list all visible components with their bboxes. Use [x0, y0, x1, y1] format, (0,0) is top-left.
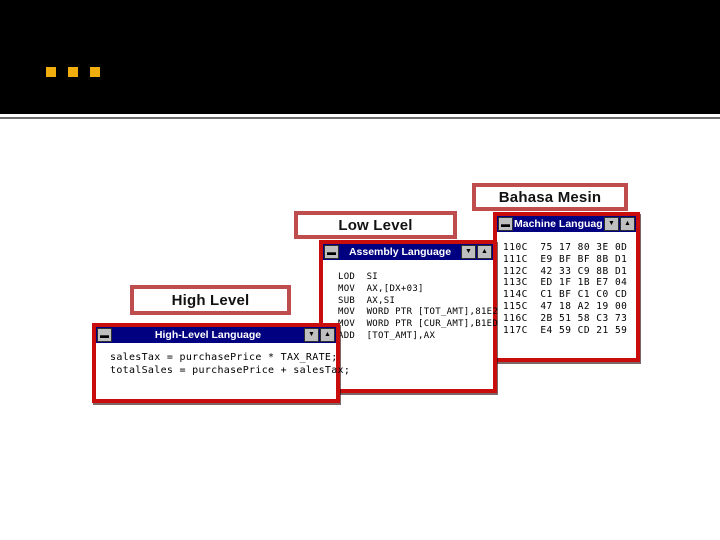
control-menu-icon[interactable]: ▬ — [97, 328, 112, 342]
label-low-level: Low Level — [294, 211, 457, 239]
window-buttons: ▼ ▲ — [304, 328, 335, 342]
machine-window-titlebar[interactable]: ▬ Machine Language ▼ ▲ — [497, 216, 636, 232]
assembly-language-window: ▬ Assembly Language ▼ ▲ LOD SI MOV AX,[D… — [319, 240, 499, 393]
label-text: Low Level — [338, 216, 413, 234]
minimize-icon[interactable]: ▼ — [604, 217, 619, 231]
machine-language-window: ▬ Machine Language ▼ ▲ 110C 75 17 80 3E … — [493, 212, 640, 362]
control-menu-icon[interactable]: ▬ — [498, 217, 513, 231]
hex-row: 111C E9 BF BF 8B D1 — [503, 253, 628, 265]
label-bahasa-mesin: Bahasa Mesin — [472, 183, 628, 211]
minimize-icon[interactable]: ▼ — [304, 328, 319, 342]
hex-row: 113C ED 1F 1B E7 04 — [503, 277, 628, 289]
high-level-language-window: ▬ High-Level Language ▼ ▲ salesTax = pur… — [92, 323, 351, 403]
highlevel-code-listing: salesTax = purchasePrice * TAX_RATE; tot… — [96, 343, 351, 377]
asm-line: LOD SI — [338, 272, 379, 282]
window-title: Assembly Language — [348, 246, 452, 258]
machine-code-listing: 110C 75 17 80 3E 0D 111C E9 BF BF 8B D1 … — [497, 232, 636, 336]
hex-row: 112C 42 33 C9 8B D1 — [503, 265, 628, 277]
maximize-icon[interactable]: ▲ — [477, 245, 492, 259]
bullet-square-icon — [46, 67, 56, 77]
highlevel-window-titlebar[interactable]: ▬ High-Level Language ▼ ▲ — [96, 327, 336, 343]
code-line: totalSales = purchasePrice + salesTax; — [110, 364, 351, 376]
asm-line: MOV WORD PTR [TOT_AMT],81E2 — [338, 307, 499, 318]
label-text: High Level — [171, 291, 250, 309]
hex-row: 110C 75 17 80 3E 0D — [503, 242, 628, 253]
assembly-window-titlebar[interactable]: ▬ Assembly Language ▼ ▲ — [323, 244, 493, 260]
maximize-icon[interactable]: ▲ — [320, 328, 335, 342]
asm-line: ADD [TOT_AMT],AX — [338, 330, 436, 341]
slide-header — [0, 0, 720, 114]
asm-line: MOV WORD PTR [CUR_AMT],B1ED — [338, 319, 499, 330]
hex-row: 117C E4 59 CD 21 59 — [503, 324, 628, 336]
hex-row: 116C 2B 51 58 C3 73 — [503, 312, 628, 324]
minimize-icon[interactable]: ▼ — [461, 245, 476, 259]
label-high-level: High Level — [130, 285, 291, 315]
maximize-icon[interactable]: ▲ — [620, 217, 635, 231]
hex-row: 114C C1 BF C1 C0 CD — [503, 289, 628, 301]
label-text: Bahasa Mesin — [498, 188, 602, 206]
ellipsis-title-icon — [46, 67, 100, 77]
bullet-square-icon — [68, 67, 78, 77]
window-title: High-Level Language — [154, 329, 262, 341]
asm-line: MOV AX,[DX+03] — [338, 283, 424, 294]
window-buttons: ▼ ▲ — [461, 245, 492, 259]
window-buttons: ▼ ▲ — [604, 217, 635, 231]
assembly-code-listing: LOD SI MOV AX,[DX+03] SUB AX,SI MOV WORD… — [323, 260, 499, 343]
asm-line: SUB AX,SI — [338, 295, 396, 306]
header-divider — [0, 117, 720, 119]
window-title: Machine Language — [514, 218, 603, 230]
bullet-square-icon — [90, 67, 100, 77]
code-line: salesTax = purchasePrice * TAX_RATE; — [110, 352, 338, 363]
control-menu-icon[interactable]: ▬ — [324, 245, 339, 259]
hex-row: 115C 47 18 A2 19 00 — [503, 300, 628, 312]
